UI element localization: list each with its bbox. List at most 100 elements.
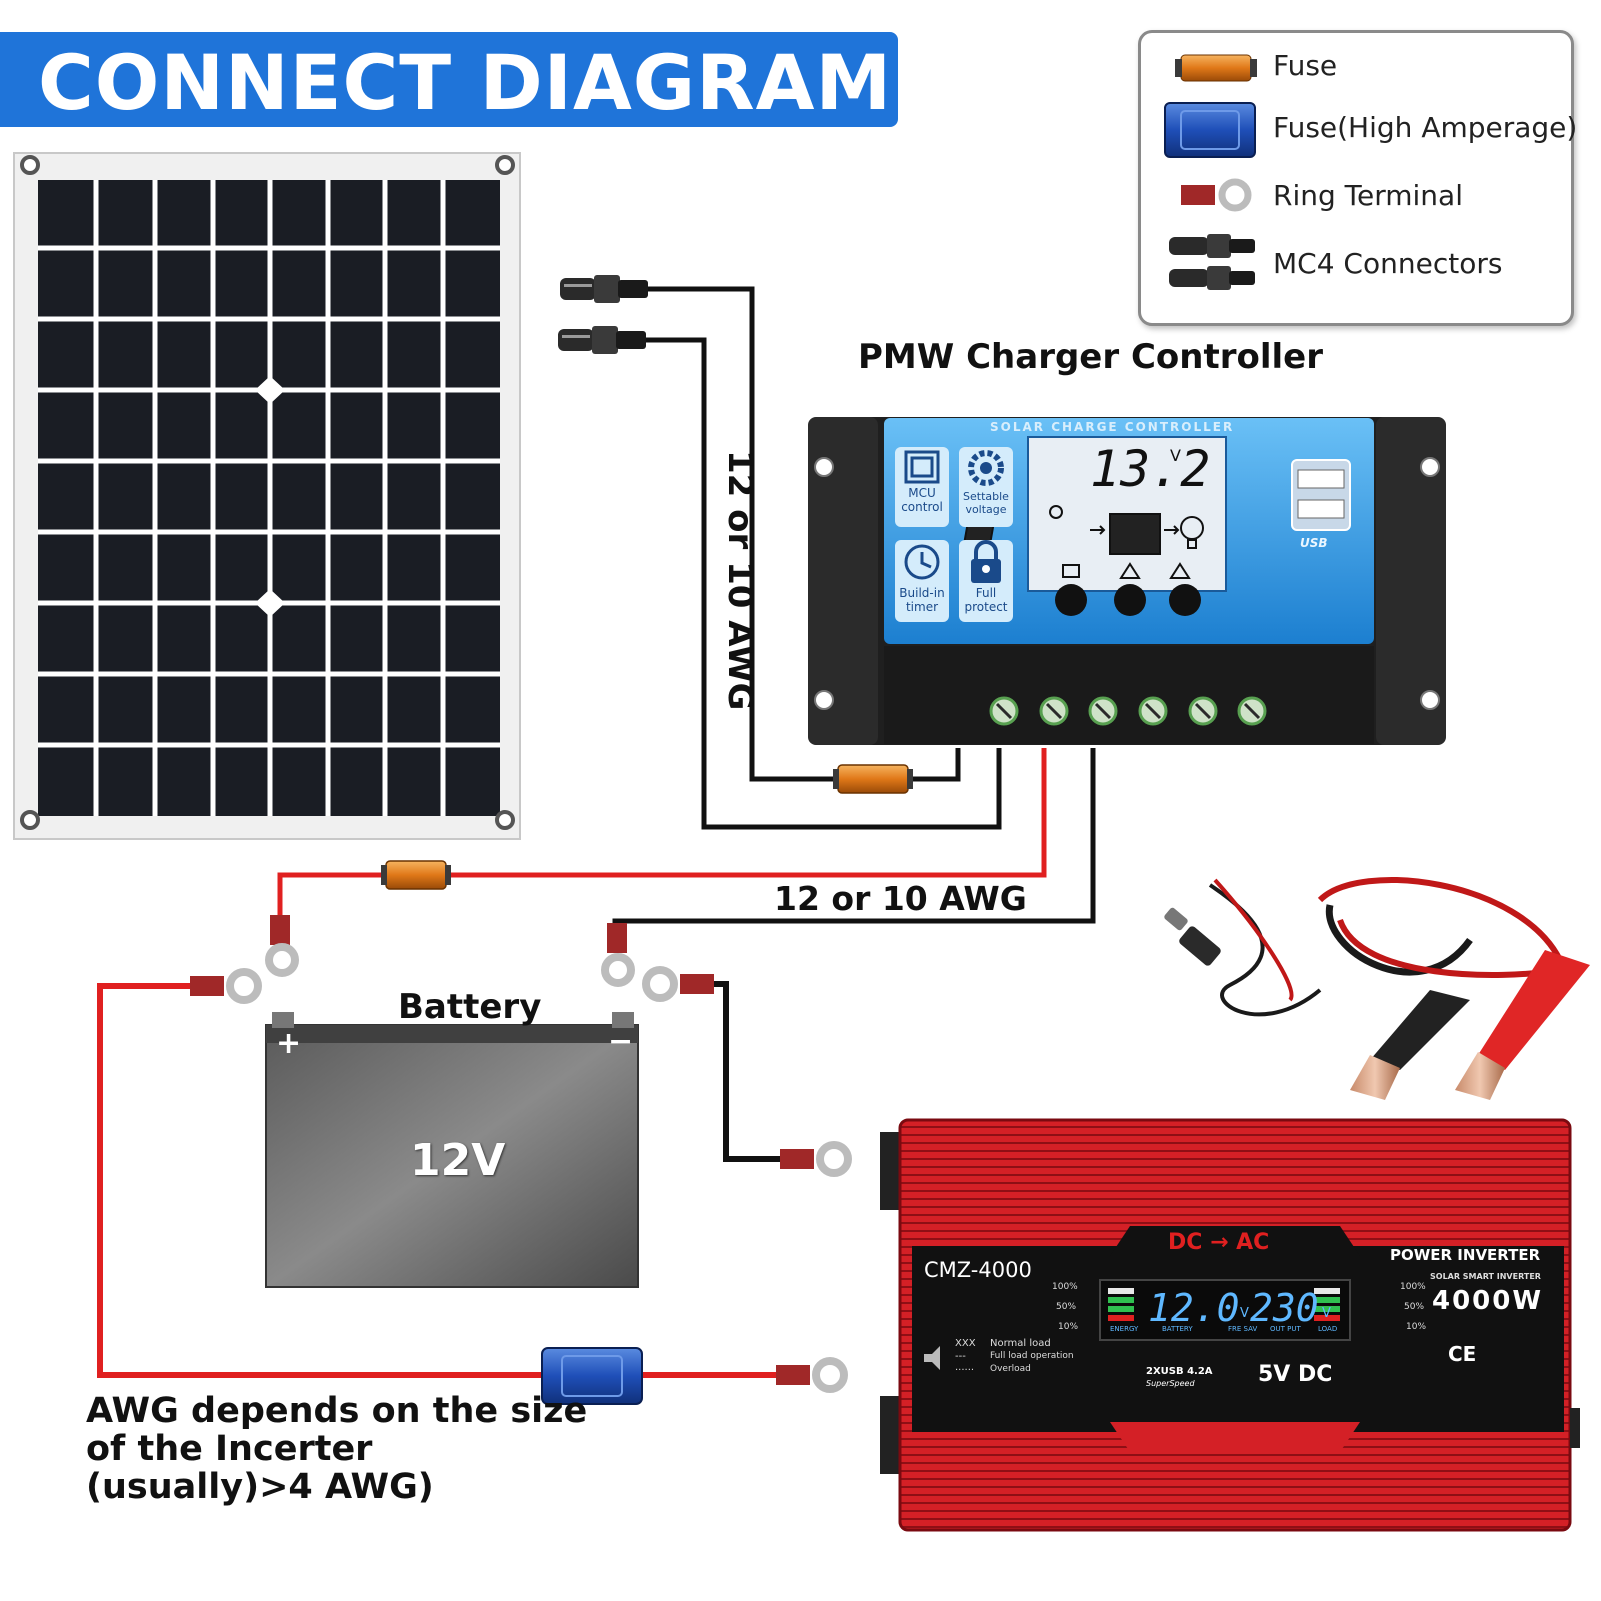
- status-overload-symbol: ......: [955, 1362, 975, 1373]
- indicator-battery: BATTERY: [1162, 1325, 1193, 1333]
- level-left-50: 50%: [1056, 1302, 1077, 1312]
- cigarette-plug: [1164, 907, 1221, 966]
- status-full-symbol: ---: [955, 1351, 966, 1362]
- controller-terminals: [884, 646, 1374, 744]
- inverter-switch[interactable]: [1570, 1408, 1580, 1448]
- feature-tile-timer: [895, 540, 949, 622]
- legend-item-high-amp-fuse: Fuse(High Amperage): [1273, 111, 1578, 144]
- battery-minus-sign: −: [608, 1024, 634, 1059]
- inverter-output-reading: 230: [1250, 1286, 1319, 1330]
- up-icon: [1119, 562, 1141, 579]
- wire-gauge-horizontal-label: 12 or 10 AWG: [774, 879, 1027, 918]
- feature-tile-mcu: [895, 447, 949, 527]
- mc4-connector-top: [560, 275, 648, 303]
- inverter-usb-text: 2XUSB 4.2A: [1146, 1366, 1213, 1377]
- gear-icon: [968, 450, 1004, 486]
- controller-header: SOLAR CHARGE CONTROLLER: [990, 420, 1235, 434]
- awg-note-line-3: (usually)>4 AWG): [86, 1467, 434, 1507]
- inverter-product-name: POWER INVERTER: [1390, 1246, 1541, 1264]
- battery: [265, 1012, 639, 1288]
- speaker-icon: [924, 1346, 940, 1370]
- battery-negative-post: [612, 1012, 634, 1028]
- alligator-clamp-cables: [1164, 877, 1590, 1100]
- controller-label: PMW Charger Controller: [858, 337, 1323, 377]
- solar-panel: [13, 152, 521, 840]
- mount-hole: [1420, 690, 1440, 710]
- mount-hole: [814, 457, 834, 477]
- lock-icon: [971, 540, 1001, 583]
- sun-icon: [1049, 505, 1063, 519]
- battery-label: Battery: [398, 987, 542, 1027]
- legend-item-fuse: Fuse: [1273, 49, 1338, 82]
- usb-ports[interactable]: [1291, 459, 1351, 531]
- wire-gauge-vertical-label: 12 or 10 AWG: [720, 450, 760, 711]
- controller-reading: 13.2: [1090, 440, 1211, 498]
- wire-gauge-vertical: 12 or 10 AWG: [720, 450, 762, 710]
- power-inverter: [880, 1118, 1580, 1532]
- controller-button-up[interactable]: [1114, 584, 1146, 616]
- battery-positive-post: [272, 1012, 294, 1028]
- status-normal-text: Normal load: [990, 1338, 1051, 1349]
- down-icon: [1169, 562, 1191, 579]
- panel-mount-hole: [20, 810, 40, 830]
- level-right-10: 10%: [1406, 1322, 1427, 1332]
- legend-item-ring-terminal: Ring Terminal: [1273, 179, 1463, 212]
- ring-terminal: [642, 966, 714, 1002]
- indicator-load: LOAD: [1318, 1325, 1338, 1333]
- inverter-direction: DC → AC: [1168, 1230, 1270, 1255]
- page-title: CONNECT DIAGRAM: [38, 38, 893, 127]
- panel-mount-hole: [495, 810, 515, 830]
- inverter-wires: [97, 981, 780, 1378]
- panel-mount-hole: [495, 155, 515, 175]
- ring-terminal: [601, 923, 635, 987]
- ring-terminal: [265, 915, 299, 977]
- high-amp-fuse: [541, 1347, 643, 1405]
- controller-button-down[interactable]: [1169, 584, 1201, 616]
- ring-terminal: [190, 968, 262, 1004]
- panel-mount-hole: [20, 155, 40, 175]
- ring-terminal-icon: [1181, 178, 1252, 212]
- fuse-icon: [1175, 54, 1257, 82]
- red-clamp: [1455, 950, 1590, 1100]
- controller-button-menu[interactable]: [1055, 584, 1087, 616]
- menu-icon: [1062, 564, 1080, 578]
- indicator-energy: ENERGY: [1110, 1325, 1139, 1333]
- inverter-lcd: [1099, 1279, 1351, 1341]
- clock-icon: [904, 544, 940, 580]
- awg-note-line-2: of the Incerter: [86, 1429, 373, 1469]
- status-normal-symbol: XXX: [955, 1338, 976, 1349]
- indicator-fre-sav: FRE SAV: [1228, 1325, 1258, 1333]
- chip-icon: [904, 450, 940, 484]
- mount-hole: [1420, 457, 1440, 477]
- level-right-50: 50%: [1404, 1302, 1425, 1312]
- level-left-10: 10%: [1058, 1322, 1079, 1332]
- inverter-level-bars-right: [1314, 1288, 1340, 1321]
- awg-note-line-1: AWG depends on the size: [86, 1391, 588, 1431]
- high-amp-fuse-icon: [1164, 102, 1256, 158]
- usb-label: USB: [1300, 536, 1328, 550]
- mc4-connector-icon: [1169, 234, 1255, 290]
- battery-fuse: [381, 860, 451, 890]
- indicator-out-put: OUT PUT: [1270, 1325, 1301, 1333]
- panel-fuse: [833, 764, 913, 794]
- inverter-ce-mark: CE: [1448, 1342, 1477, 1366]
- legend: Fuse Fuse(High Amperage) Ring Terminal M…: [1138, 30, 1578, 326]
- battery-voltage: 12V: [410, 1135, 506, 1186]
- inverter-model: CMZ-4000: [924, 1258, 1032, 1282]
- inverter-power: 4000W: [1432, 1286, 1544, 1316]
- inverter-input-unit: V: [1240, 1306, 1249, 1321]
- level-left-100: 100%: [1052, 1282, 1078, 1292]
- panel-wires: [646, 286, 1002, 830]
- ring-terminal: [780, 1141, 852, 1177]
- ring-terminal: [776, 1357, 848, 1393]
- mount-hole: [814, 690, 834, 710]
- black-clamp: [1350, 990, 1470, 1100]
- level-right-100: 100%: [1400, 1282, 1426, 1292]
- battery-plus-sign: +: [276, 1026, 302, 1061]
- inverter-dc-output: 5V DC: [1258, 1362, 1333, 1387]
- charge-controller: [808, 417, 1446, 745]
